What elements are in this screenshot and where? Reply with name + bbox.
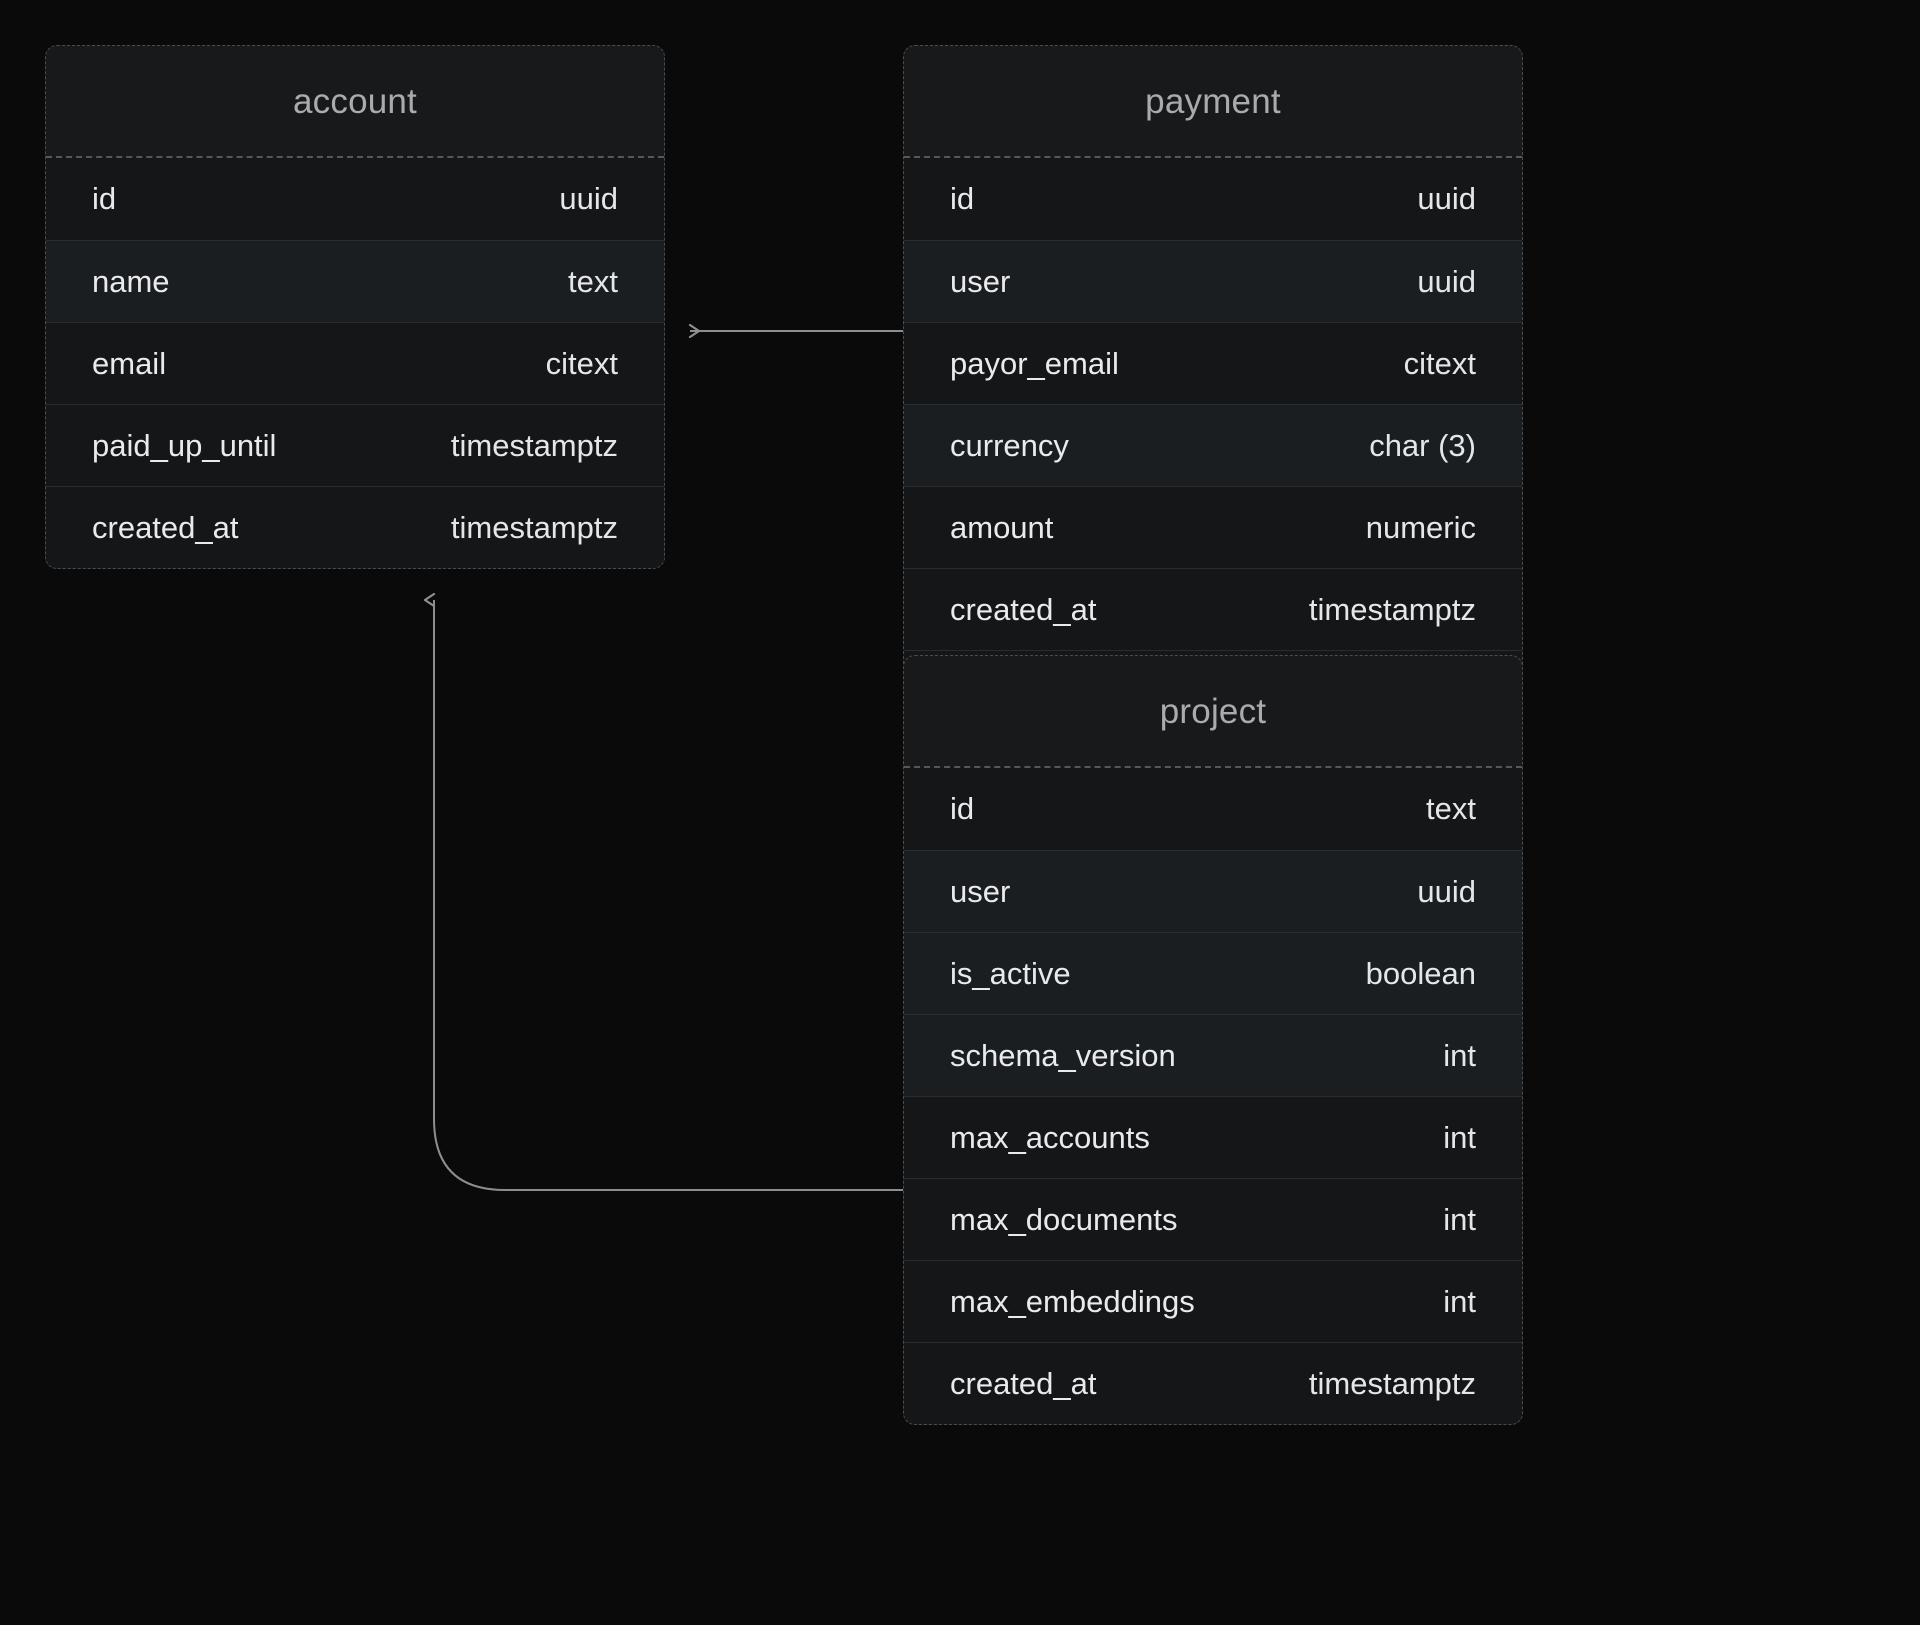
table-row[interactable]: user uuid (904, 850, 1522, 932)
field-name: max_documents (950, 1201, 1178, 1237)
field-name: paid_up_until (92, 427, 277, 463)
field-name: id (950, 791, 975, 826)
table-row[interactable]: created_at timestamptz (904, 568, 1522, 650)
table-row[interactable]: user uuid (904, 240, 1522, 322)
field-type: citext (1403, 345, 1476, 381)
table-row[interactable]: is_active boolean (904, 932, 1522, 1014)
field-type: text (568, 263, 618, 299)
field-type: uuid (559, 181, 618, 216)
field-type: timestamptz (1308, 1365, 1476, 1401)
field-name: id (950, 181, 975, 216)
field-name: name (92, 263, 170, 299)
field-type: timestamptz (1308, 591, 1476, 627)
table-row[interactable]: currency char (3) (904, 404, 1522, 486)
entity-title-account: account (46, 46, 664, 156)
field-type: uuid (1417, 873, 1476, 909)
field-name: user (950, 873, 1011, 909)
table-row[interactable]: name text (46, 240, 664, 322)
field-type: citext (545, 345, 618, 381)
field-type: boolean (1365, 955, 1476, 991)
table-row[interactable]: created_at timestamptz (904, 1342, 1522, 1424)
field-name: max_accounts (950, 1119, 1150, 1155)
field-name: created_at (950, 591, 1097, 627)
field-name: user (950, 263, 1011, 299)
table-row[interactable]: schema_version int (904, 1014, 1522, 1096)
entity-field-list-project: id text user uuid is_active boolean sche… (904, 768, 1522, 1424)
connector-project-to-account (434, 600, 903, 1191)
field-type: numeric (1365, 509, 1476, 545)
entity-table-account[interactable]: account id uuid name text email citext p… (45, 45, 665, 569)
table-row[interactable]: payor_email citext (904, 322, 1522, 404)
table-row[interactable]: id uuid (904, 158, 1522, 240)
entity-title-divider (904, 766, 1522, 768)
field-name: created_at (92, 509, 239, 545)
table-row[interactable]: created_at timestamptz (46, 486, 664, 568)
field-name: max_embeddings (950, 1283, 1195, 1319)
table-row[interactable]: email citext (46, 322, 664, 404)
field-type: timestamptz (450, 509, 618, 545)
table-row[interactable]: paid_up_until timestamptz (46, 404, 664, 486)
field-type: char (3) (1369, 427, 1476, 463)
field-type: int (1443, 1119, 1476, 1155)
entity-table-project[interactable]: project id text user uuid is_active bool… (903, 655, 1523, 1425)
field-name: email (92, 345, 167, 381)
table-row[interactable]: id uuid (46, 158, 664, 240)
field-name: is_active (950, 955, 1071, 991)
field-type: int (1443, 1201, 1476, 1237)
field-type: int (1443, 1283, 1476, 1319)
field-name: currency (950, 427, 1069, 463)
field-name: created_at (950, 1365, 1097, 1401)
field-name: amount (950, 509, 1054, 545)
entity-field-list-payment: id uuid user uuid payor_email citext cur… (904, 158, 1522, 732)
field-name: schema_version (950, 1037, 1176, 1073)
table-row[interactable]: max_embeddings int (904, 1260, 1522, 1342)
field-name: id (92, 181, 117, 216)
field-type: uuid (1417, 263, 1476, 299)
entity-title-divider (904, 156, 1522, 158)
table-row[interactable]: amount numeric (904, 486, 1522, 568)
field-type: timestamptz (450, 427, 618, 463)
entity-title-project: project (904, 656, 1522, 766)
field-name: payor_email (950, 345, 1119, 381)
field-type: text (1426, 791, 1476, 826)
table-row[interactable]: id text (904, 768, 1522, 850)
field-type: int (1443, 1037, 1476, 1073)
entity-field-list-account: id uuid name text email citext paid_up_u… (46, 158, 664, 568)
table-row[interactable]: max_documents int (904, 1178, 1522, 1260)
entity-title-payment: payment (904, 46, 1522, 156)
entity-title-divider (46, 156, 664, 158)
entity-table-payment[interactable]: payment id uuid user uuid payor_email ci… (903, 45, 1523, 733)
table-row[interactable]: max_accounts int (904, 1096, 1522, 1178)
field-type: uuid (1417, 181, 1476, 216)
